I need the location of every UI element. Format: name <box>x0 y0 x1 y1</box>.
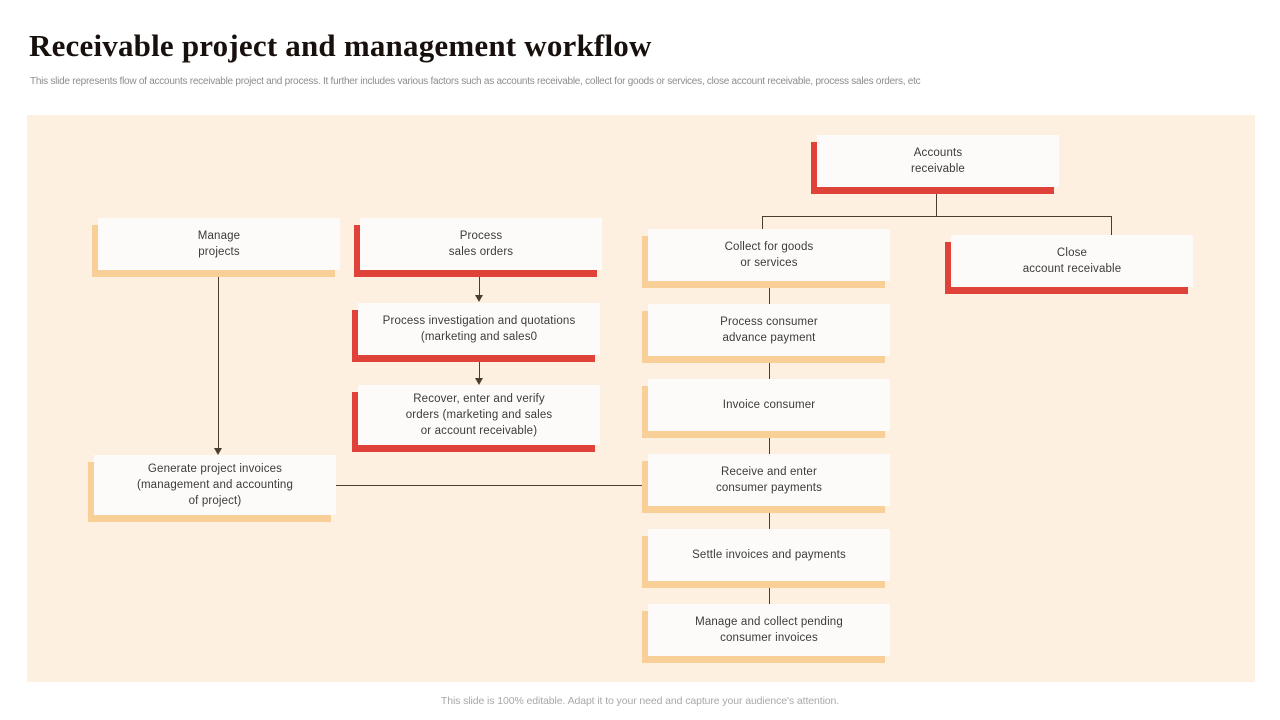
node-label: Settle invoices and payments <box>692 549 846 561</box>
connector-invoice-to-receive <box>769 431 770 456</box>
node-generate-project-invoices[interactable]: Generate project invoices(management and… <box>88 455 336 522</box>
footer-note: This slide is 100% editable. Adapt it to… <box>440 695 840 707</box>
page-title: Receivable project and management workfl… <box>29 28 652 63</box>
connector-split-bar <box>762 216 1111 217</box>
connector-generate-to-receive <box>336 485 649 486</box>
connector-sales-to-investigation <box>479 270 480 297</box>
node-invoice-consumer[interactable]: Invoice consumer <box>642 379 890 438</box>
connector-to-close-account <box>1111 216 1112 241</box>
connector-accounts-receivable-drop <box>936 187 937 216</box>
node-process-investigation-quotations[interactable]: Process investigation and quotations(mar… <box>352 303 600 362</box>
connector-collect-to-process-advance <box>769 281 770 306</box>
arrowhead-investigation-to-recover <box>474 378 483 385</box>
connector-settle-to-manage <box>769 581 770 606</box>
connector-manage-to-generate <box>218 270 219 450</box>
node-label: Generate project invoices(management and… <box>136 463 294 507</box>
page-subtitle: This slide represents flow of accounts r… <box>30 76 921 87</box>
node-settle-invoices-and-payments[interactable]: Settle invoices and payments <box>642 529 890 588</box>
connector-advance-to-invoice <box>769 356 770 381</box>
connector-investigation-to-recover <box>479 355 480 380</box>
node-label: Process investigation and quotations(mar… <box>382 315 576 343</box>
node-label: Invoice consumer <box>722 399 816 411</box>
connector-to-collect-for-goods <box>762 216 763 234</box>
arrowhead-sales-to-investigation <box>474 295 483 302</box>
arrowhead-manage-to-generate <box>213 448 222 455</box>
connector-receive-to-settle <box>769 506 770 531</box>
